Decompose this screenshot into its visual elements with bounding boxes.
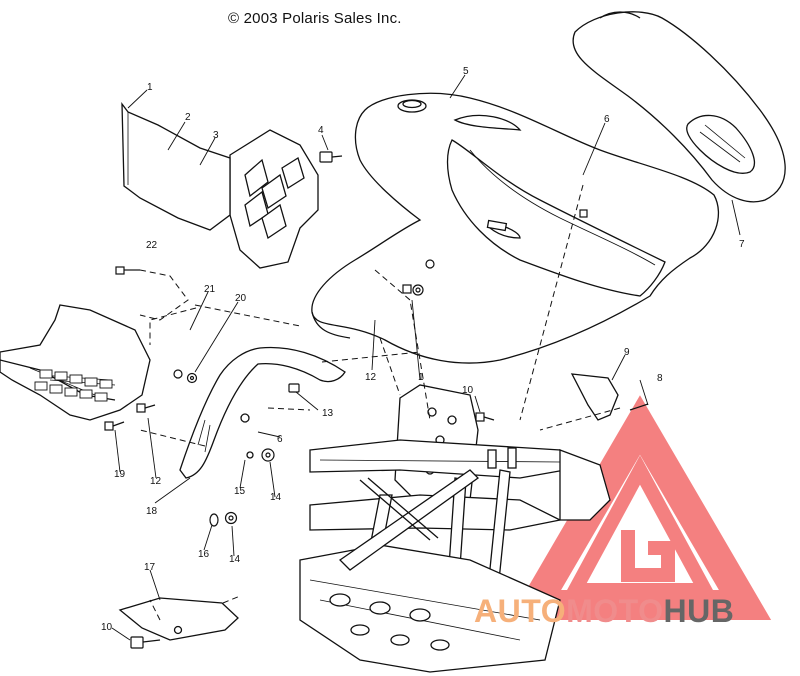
bolt-part-4 (319, 151, 343, 163)
watermark-hub: HUB (663, 593, 735, 629)
watermark-moto: MOTO (566, 593, 664, 629)
seat-part-7 (572, 11, 786, 203)
splash-panel-part-17 (118, 597, 239, 641)
callout-15: 15 (234, 486, 246, 497)
fender-flap-part-18 (179, 346, 346, 479)
callout-6-mid: 6 (277, 434, 283, 445)
callout-14-b: 14 (229, 554, 241, 565)
watermark-brand-text: AUTOMOTOHUB (474, 593, 734, 630)
callout-7: 7 (739, 239, 745, 250)
callout-13: 13 (322, 408, 334, 419)
vehicle-frame (299, 384, 611, 673)
mud-guard-part-9 (570, 373, 619, 421)
callout-20: 20 (235, 293, 247, 304)
callout-4: 4 (318, 125, 324, 136)
callout-8: 8 (657, 373, 663, 384)
callout-17: 17 (144, 562, 156, 573)
callout-1-mid: 1 (418, 372, 424, 383)
callout-labels: 1 2 3 4 5 6 7 22 21 20 12 1 9 8 10 13 6 … (101, 66, 745, 633)
front-plate-part-1-2 (121, 101, 231, 231)
callout-10-low: 10 (101, 622, 113, 633)
callout-12-low: 12 (150, 476, 162, 487)
hardware-small-parts (173, 209, 588, 527)
front-cab-part-5 (311, 92, 720, 364)
callout-21: 21 (204, 284, 216, 295)
bolts-left (104, 266, 649, 649)
callout-1: 1 (147, 82, 153, 93)
callout-9: 9 (624, 347, 630, 358)
footwell-assembly (0, 304, 151, 421)
callout-22: 22 (146, 240, 158, 251)
callout-18: 18 (146, 506, 158, 517)
fender-panel-part-3 (229, 129, 319, 269)
callout-5: 5 (463, 66, 469, 77)
copyright-text: © 2003 Polaris Sales Inc. (228, 10, 402, 27)
callout-6-top: 6 (604, 114, 610, 125)
callout-leaders (111, 74, 741, 641)
callout-19: 19 (114, 469, 126, 480)
leader-lines (139, 184, 621, 621)
callout-10-mid: 10 (462, 385, 474, 396)
callout-14-a: 14 (270, 492, 282, 503)
watermark-auto: AUTO (474, 593, 567, 629)
callout-3: 3 (213, 130, 219, 141)
callout-16: 16 (198, 549, 210, 560)
callout-12-mid: 12 (365, 372, 377, 383)
callout-2: 2 (185, 112, 191, 123)
